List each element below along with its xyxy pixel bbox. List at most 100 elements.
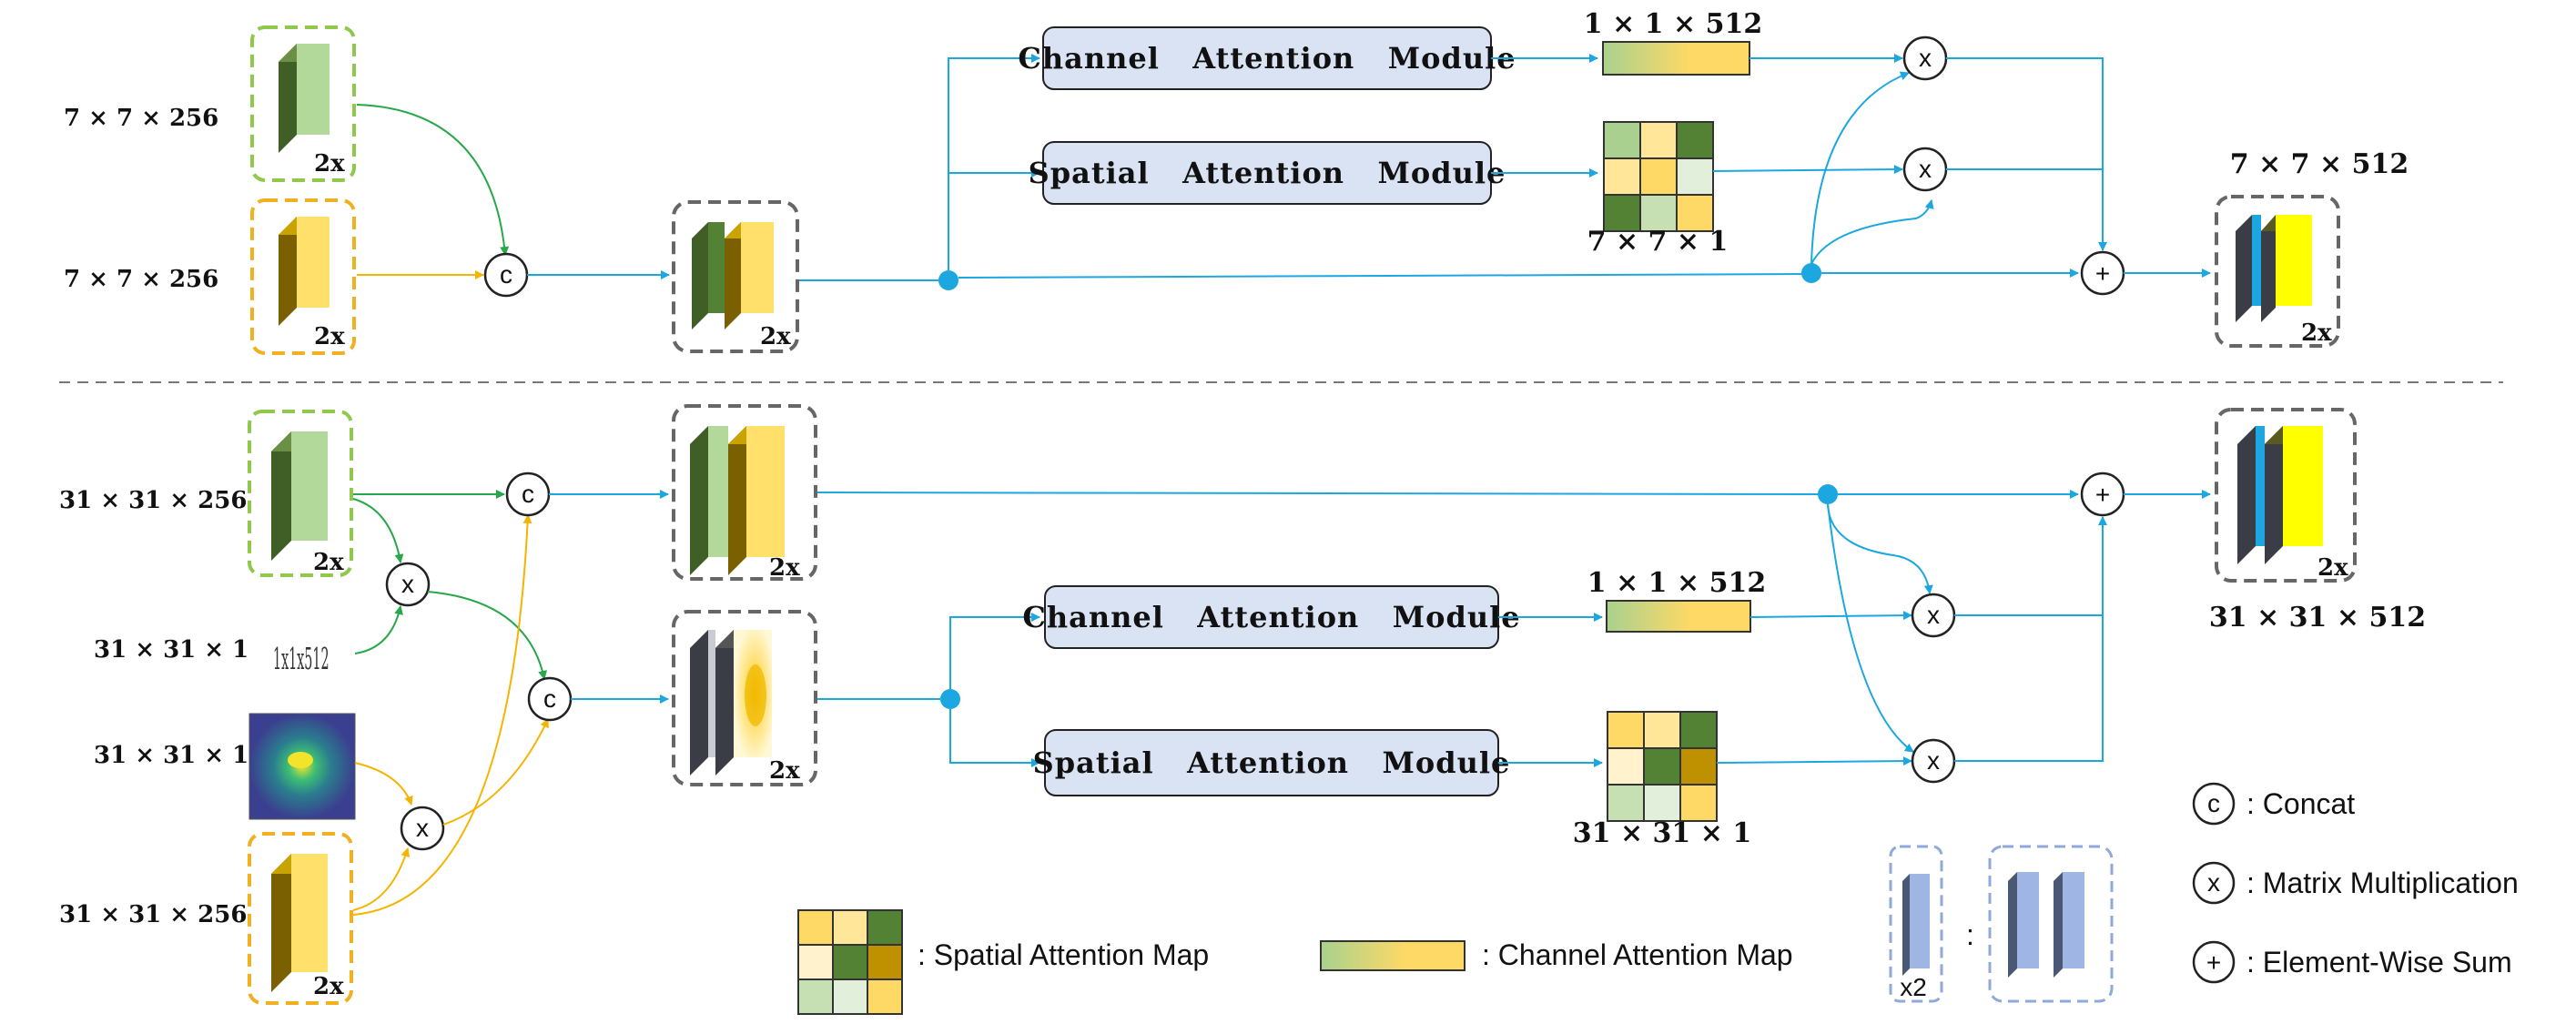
legend-matmul-symbol: x bbox=[2207, 868, 2220, 897]
bottom-concat-multiplier: 2x bbox=[769, 554, 800, 582]
bottom-green-multiplier: 2x bbox=[313, 549, 344, 576]
top-input1-label: 7 × 7 × 256 bbox=[64, 105, 218, 132]
top-concat-feature bbox=[692, 222, 774, 330]
top-spatial-map-cell bbox=[1676, 157, 1714, 196]
bottom-mul2-symbol: x bbox=[1927, 746, 1940, 775]
bottom-mul2-to-sum-edge bbox=[1954, 516, 2107, 762]
top-input2-label: 7 × 7 × 256 bbox=[64, 266, 218, 293]
bottom-spatial-map-cell bbox=[1643, 747, 1681, 786]
bottom-branch: 31 × 31 × 256 31 × 31 × 1 31 × 31 × 1 31… bbox=[59, 404, 2426, 1005]
bottom-concat1-symbol: c bbox=[522, 480, 534, 508]
bottom-heatmap-to-mul-edge bbox=[354, 762, 413, 806]
legend-spatial-map-cell bbox=[832, 909, 868, 946]
top-concat-symbol: c bbox=[500, 260, 512, 289]
bottom-spatial-map-cell bbox=[1679, 747, 1718, 786]
legend-spatial-map-cell bbox=[832, 944, 868, 980]
legend-sum-icon bbox=[2192, 940, 2236, 984]
top-output-feature bbox=[2236, 215, 2312, 322]
top-spatial-map-cell bbox=[1639, 194, 1678, 232]
bottom-attention-feature-box bbox=[672, 610, 817, 786]
bottom-yellow-feature-box bbox=[248, 832, 353, 1005]
bottom-spatial-map-label: 31 × 31 × 1 bbox=[1573, 817, 1751, 849]
bottom-residual-edge bbox=[816, 492, 1823, 495]
bottom-output-box bbox=[2215, 408, 2357, 583]
top-spatial-map-cell bbox=[1639, 157, 1678, 196]
top-yellow-multiplier: 2x bbox=[314, 323, 345, 350]
bottom-spatial-module-label: Spatial Attention Module bbox=[1033, 745, 1511, 780]
bottom-attention-feature bbox=[690, 630, 772, 776]
bottom-channel-attention-map bbox=[1606, 600, 1751, 633]
bottom-yellow-multiplier: 2x bbox=[313, 973, 344, 1000]
top-split-node bbox=[938, 270, 958, 290]
top-green-multiplier: 2x bbox=[314, 150, 345, 177]
bottom-concat-feature bbox=[690, 426, 785, 575]
legend-single-block bbox=[1902, 874, 1930, 976]
bottom-channel-map-to-mul-edge bbox=[1749, 611, 1912, 621]
top-mul1-symbol: x bbox=[1919, 44, 1932, 72]
legend-spatial-map-cell bbox=[867, 978, 903, 1015]
legend-sum-label: : Element-Wise Sum bbox=[2246, 946, 2512, 978]
top-spatial-map-label: 7 × 7 × 1 bbox=[1587, 226, 1729, 258]
legend-spatial-map-cell bbox=[867, 909, 903, 946]
bottom-green-to-mul-edge bbox=[352, 498, 404, 563]
top-green-feature bbox=[279, 44, 330, 153]
top-spatial-module-label: Spatial Attention Module bbox=[1029, 156, 1506, 190]
bottom-green-mul-node bbox=[385, 562, 431, 607]
bottom-yellow-mul-node bbox=[400, 806, 445, 851]
legend-spatial-map-swatch bbox=[797, 909, 903, 1015]
top-spatial-map-cell bbox=[1676, 194, 1714, 232]
top-output-label: 7 × 7 × 512 bbox=[2230, 148, 2409, 180]
legend-spatial-map-cell bbox=[867, 944, 903, 980]
bottom-vector-glyph: 1x1x512 bbox=[273, 642, 330, 676]
bottom-spatial-map-cell bbox=[1643, 784, 1681, 822]
bottom-spatial-map-cell bbox=[1643, 711, 1681, 749]
top-channel-attention-map bbox=[1602, 41, 1750, 76]
top-concat-feature-box bbox=[672, 200, 799, 353]
bottom-input2-label: 31 × 31 × 256 bbox=[59, 901, 247, 928]
legend-x2-label: x2 bbox=[1900, 973, 1927, 1001]
top-mul2-symbol: x bbox=[1919, 155, 1932, 183]
legend-spatial-map-label: : Spatial Attention Map bbox=[918, 938, 1209, 971]
bottom-mask-label: 31 × 31 × 1 bbox=[94, 636, 248, 664]
bottom-spatial-attention-map bbox=[1607, 711, 1718, 822]
bottom-input1-label: 31 × 31 × 256 bbox=[59, 487, 247, 514]
legend-spatial-map-cell bbox=[797, 978, 834, 1015]
bottom-yellow-to-concat1-edge bbox=[352, 514, 532, 916]
top-to-channel-edge bbox=[948, 54, 1040, 270]
bottom-to-channel-edge bbox=[949, 613, 1040, 689]
bottom-channel-module-label: Channel Attention Module bbox=[1022, 600, 1520, 634]
legend-double-block bbox=[2008, 872, 2084, 978]
legend-concat-icon bbox=[2192, 782, 2236, 826]
bottom-green-mul-symbol: x bbox=[401, 570, 414, 598]
bottom-green-feature-box bbox=[248, 410, 353, 577]
top-yellow-feature bbox=[279, 217, 330, 326]
bottom-residual-node bbox=[1818, 484, 1838, 504]
bottom-yellow-feature bbox=[271, 854, 328, 992]
top-residual-to-mul2-edge bbox=[1810, 199, 1934, 265]
bottom-green-feature bbox=[271, 431, 328, 561]
legend-equivalence-colon: : bbox=[1966, 918, 1974, 951]
bottom-vector-to-mul-edge bbox=[354, 605, 403, 654]
legend-double-block-box bbox=[1988, 845, 2114, 1003]
top-residual-to-mul1-edge bbox=[1810, 71, 1910, 265]
legend-matmul-label: : Matrix Multiplication bbox=[2246, 867, 2519, 899]
bottom-spatial-map-cell bbox=[1607, 747, 1645, 786]
legend-channel-map-swatch bbox=[1320, 940, 1465, 971]
top-green-feature-box bbox=[250, 25, 356, 182]
top-spatial-map-cell bbox=[1603, 121, 1641, 159]
top-mul1-to-sum-edge bbox=[1946, 57, 2107, 251]
legend-matmul-icon bbox=[2192, 861, 2236, 905]
top-residual-node bbox=[1801, 263, 1821, 283]
top-spatial-map-cell bbox=[1603, 157, 1641, 196]
top-channel-module-label: Channel Attention Module bbox=[1018, 41, 1516, 76]
top-branch: 7 × 7 × 256 7 × 7 × 256 2x 2x c bbox=[64, 8, 2409, 355]
bottom-spatial-map-to-mul-edge bbox=[1716, 756, 1912, 766]
legend-spatial-map-cell bbox=[797, 909, 834, 946]
top-residual-edge bbox=[958, 273, 1810, 279]
bottom-to-spatial-edge bbox=[949, 709, 1040, 767]
bottom-spatial-map-cell bbox=[1679, 784, 1718, 822]
bottom-residual-to-mul2-edge bbox=[1827, 503, 1914, 753]
top-spatial-attention-map bbox=[1603, 121, 1714, 232]
bottom-yellow-to-mul-edge bbox=[352, 847, 411, 911]
